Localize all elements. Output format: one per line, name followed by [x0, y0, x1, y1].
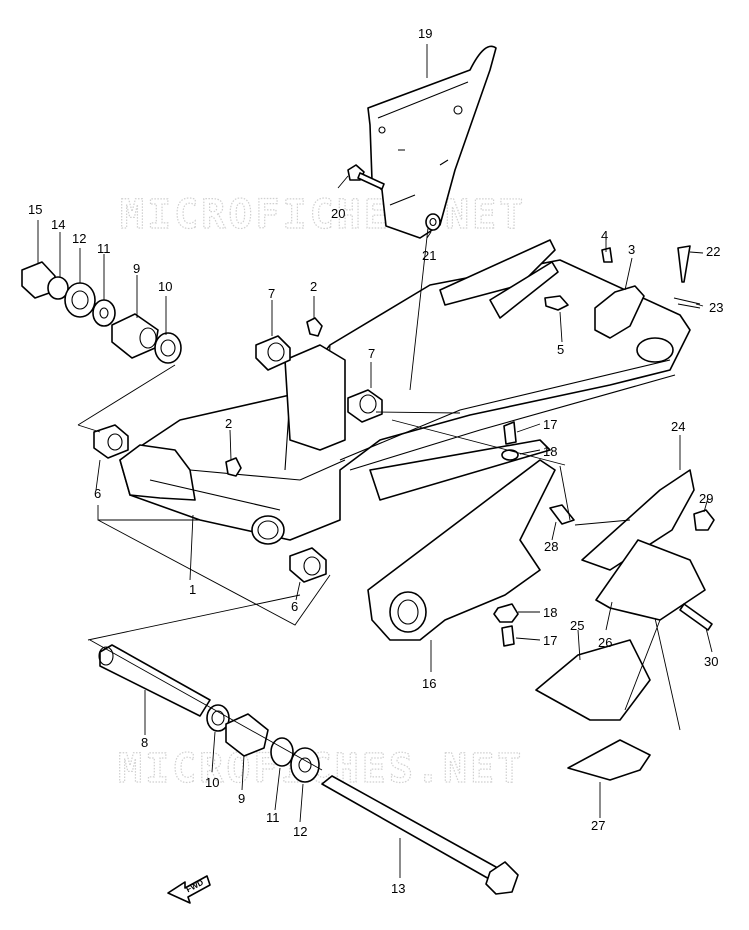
- callout-20: 20: [331, 206, 345, 221]
- callout-15: 15: [28, 202, 42, 217]
- leader-lines: [77, 227, 681, 771]
- part-26-guide-block: [595, 539, 706, 621]
- part-17-bolt-upper: [503, 421, 517, 445]
- callout-28: 28: [544, 539, 558, 554]
- part-6-bushing-lower: [289, 547, 327, 583]
- part-29-nut: [693, 509, 715, 531]
- part-2-grease-nipple-lower: [225, 457, 242, 477]
- callout-23: 23: [709, 300, 723, 315]
- callout-10: 10: [158, 279, 172, 294]
- part-12-bearing: [64, 282, 96, 318]
- part-2-grease-nipple-upper: [306, 317, 323, 337]
- part-7-bushing-left: [255, 335, 291, 371]
- callout-13: 13: [391, 881, 405, 896]
- callout-12: 12: [72, 231, 86, 246]
- callout-26: 26: [598, 635, 612, 650]
- part-7-bushing-right: [347, 389, 383, 423]
- callout-27: 27: [591, 818, 605, 833]
- callout-11: 11: [97, 241, 111, 256]
- part-6-bushing-left: [93, 424, 129, 459]
- callout-19: 19: [418, 26, 432, 41]
- callout-9: 9: [133, 261, 140, 276]
- part-11-washer: [92, 299, 116, 327]
- callout-16: 16: [422, 676, 436, 691]
- part-3-bracket: [594, 285, 645, 339]
- callout-30: 30: [704, 654, 718, 669]
- part-1-swingarm: [119, 239, 691, 545]
- part-21-washer: [425, 213, 441, 231]
- part-25-guide-cover: [535, 639, 651, 721]
- part-28-bolt: [549, 504, 575, 525]
- callout-29: 29: [699, 491, 713, 506]
- part-20-bolt: [347, 164, 385, 190]
- callout-17: 17: [543, 633, 557, 648]
- callout-18: 18: [543, 444, 557, 459]
- part-16-chain-slider: [367, 459, 556, 641]
- part-12-washer-lower: [290, 747, 320, 783]
- callout-leaders: [37, 44, 713, 878]
- callout-1: 1: [189, 582, 196, 597]
- callout-3: 3: [628, 242, 635, 257]
- part-5-bolt: [544, 295, 569, 311]
- callout-21: 21: [422, 248, 436, 263]
- part-9-spacer: [111, 313, 159, 359]
- callout-7: 7: [368, 346, 375, 361]
- callout-10: 10: [205, 775, 219, 790]
- callout-24: 24: [671, 419, 685, 434]
- callout-2: 2: [310, 279, 317, 294]
- part-19-guard-plate: [367, 45, 497, 239]
- callout-18: 18: [543, 605, 557, 620]
- callout-12: 12: [293, 824, 307, 839]
- part-8-sleeve: [98, 644, 211, 717]
- callout-8: 8: [141, 735, 148, 750]
- watermark-top: MICROFICHES.NET: [120, 192, 526, 238]
- callout-4: 4: [601, 228, 608, 243]
- part-10-bearing: [154, 332, 182, 364]
- callout-17: 17: [543, 417, 557, 432]
- callout-25: 25: [570, 618, 584, 633]
- fwd-arrow-icon: FWD: [167, 875, 211, 904]
- callout-7: 7: [268, 286, 275, 301]
- part-18-nut-lower: [493, 603, 519, 623]
- callout-22: 22: [706, 244, 720, 259]
- callout-6: 6: [291, 599, 298, 614]
- part-22-pin: [677, 245, 691, 283]
- part-24-guide-plate: [581, 469, 695, 571]
- part-9-spacer-lower: [225, 713, 269, 757]
- part-18-nut-upper: [501, 449, 519, 461]
- part-14-washer: [47, 276, 69, 300]
- part-17-bolt-lower: [501, 625, 515, 647]
- part-23-clip: [673, 297, 701, 309]
- callout-labels: 1 2 2 3 4 5 6 6 7 7 8 9 9 10 10 11 11 12…: [28, 26, 723, 896]
- callout-11: 11: [266, 810, 280, 825]
- callout-2: 2: [225, 416, 232, 431]
- callout-14: 14: [51, 217, 65, 232]
- part-27-guide-pad: [567, 739, 651, 781]
- part-30-bolt: [679, 603, 713, 631]
- callout-6: 6: [94, 486, 101, 501]
- callout-9: 9: [238, 791, 245, 806]
- part-4-screw: [601, 247, 613, 263]
- part-13-pivot-shaft: [321, 775, 519, 895]
- callout-5: 5: [557, 342, 564, 357]
